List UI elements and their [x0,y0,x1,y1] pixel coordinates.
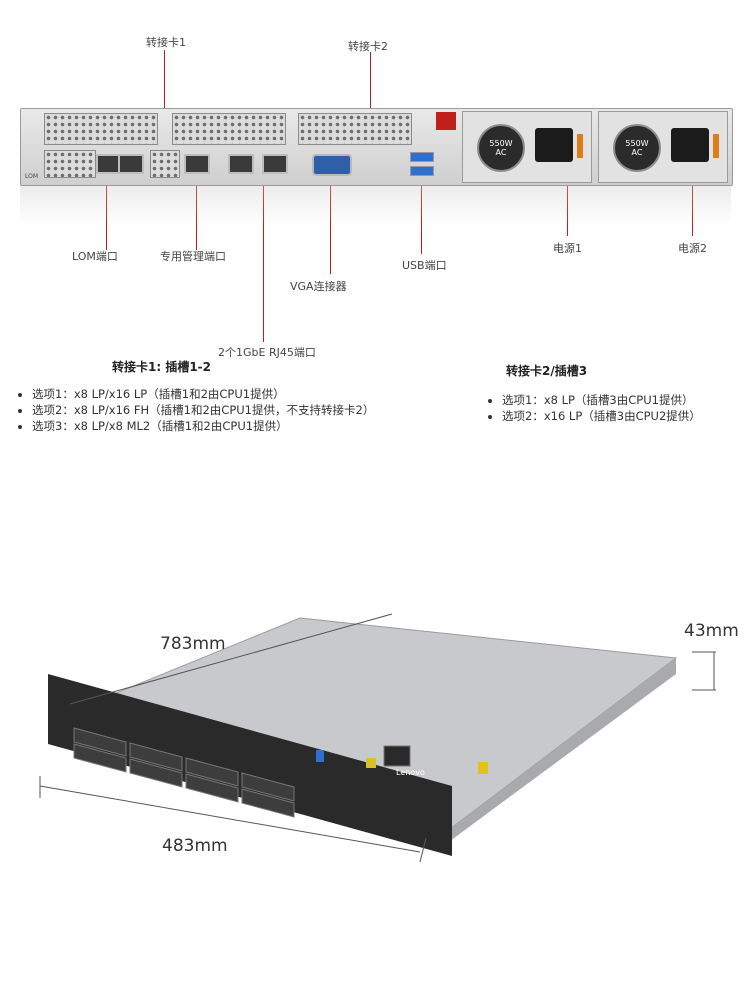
drive-bays [73,727,295,818]
psu2-label: 电源2 [678,242,707,255]
psu1-watt-label: 550W [489,139,513,148]
riser1-section-title: 转接卡1: 插槽1-2 [112,360,212,374]
riser2-option-1: 选项1：x8 LP（插槽3由CPU1提供） [502,392,701,408]
vga-port [312,154,352,176]
width-dimension-line [39,785,421,853]
psu1-unit: 550W AC [462,111,592,183]
psu1-fan: 550W AC [477,124,525,172]
mgmt-port-label: 专用管理端口 [160,250,226,263]
riser2-section-title: 转接卡2/插槽3 [506,364,588,378]
server-side-rail [446,658,676,844]
psu2-unit: 550W AC [598,111,728,183]
depth-dimension-line [69,613,393,705]
mgmt-port [184,154,210,174]
width-tick-right [419,837,427,863]
front-id-label [366,758,376,768]
psu2-power-socket [671,128,709,162]
rj45-port-1 [228,154,254,174]
riser2-callout-line [370,52,371,134]
riser1-slot-grill [44,113,158,145]
vga-callout-line [330,172,331,274]
riser1-options-list: 选项1：x8 LP/x16 LP（插槽1和2由CPU1提供） 选项2：x8 LP… [18,386,374,434]
psu1-handle [577,134,583,158]
psu2-watt-label: 550W [625,139,649,148]
rj45-port-2 [262,154,288,174]
vent-grill-mid [150,150,180,178]
vent-grill-left [44,150,96,178]
vga-label: VGA连接器 [290,280,347,293]
riser2-options-list: 选项1：x8 LP（插槽3由CPU1提供） 选项2：x16 LP（插槽3由CPU… [488,392,701,424]
riser1-slot2-grill [172,113,286,145]
psu1-label: 电源1 [553,242,582,255]
psu2-fan: 550W AC [613,124,661,172]
lom-port-label: LOM端口 [72,250,118,263]
riser1-option-3: 选项3：x8 LP/x8 ML2（插槽1和2由CPU1提供） [32,418,374,434]
width-label: 483mm [162,836,228,856]
psu2-handle [713,134,719,158]
psu2-type-label: AC [631,148,643,157]
lom-mark: LOM [25,173,39,180]
release-tab-icon[interactable] [436,112,456,130]
riser2-option-2: 选项2：x16 LP（插槽3由CPU2提供） [502,408,701,424]
psu1-callout-line [567,176,568,236]
usb-callout-line [421,172,422,254]
riser1-option-1: 选项1：x8 LP/x16 LP（插槽1和2由CPU1提供） [32,386,374,402]
rail-warning-label [478,762,488,774]
rj45-callout-line [263,168,264,342]
riser1-option-2: 选项2：x8 LP/x16 FH（插槽1和2由CPU1提供，不支持转接卡2） [32,402,374,418]
psu1-power-socket [535,128,573,162]
front-brand-logo: Lenovo [396,768,425,777]
riser2-slot-grill [298,113,412,145]
usb-label: USB端口 [402,259,447,272]
lom-port-2 [118,154,144,174]
server-perspective-drawing [39,613,716,863]
rj45-label: 2个1GbE RJ45端口 [218,346,316,359]
chassis-reflection [20,186,731,226]
front-bezel [48,674,452,856]
height-label: 43mm [684,621,739,641]
depth-label: 783mm [160,634,226,654]
riser1-callout-line [164,50,165,132]
lom-callout-line [106,168,107,250]
riser1-label: 转接卡1 [146,36,186,49]
front-usb [316,750,324,762]
psu2-callout-line [692,176,693,236]
front-vga [383,745,411,767]
riser2-label: 转接卡2 [348,40,388,53]
usb-port-1 [410,152,434,162]
mgmt-callout-line [196,168,197,250]
usb-port-2 [410,166,434,176]
psu1-type-label: AC [495,148,507,157]
